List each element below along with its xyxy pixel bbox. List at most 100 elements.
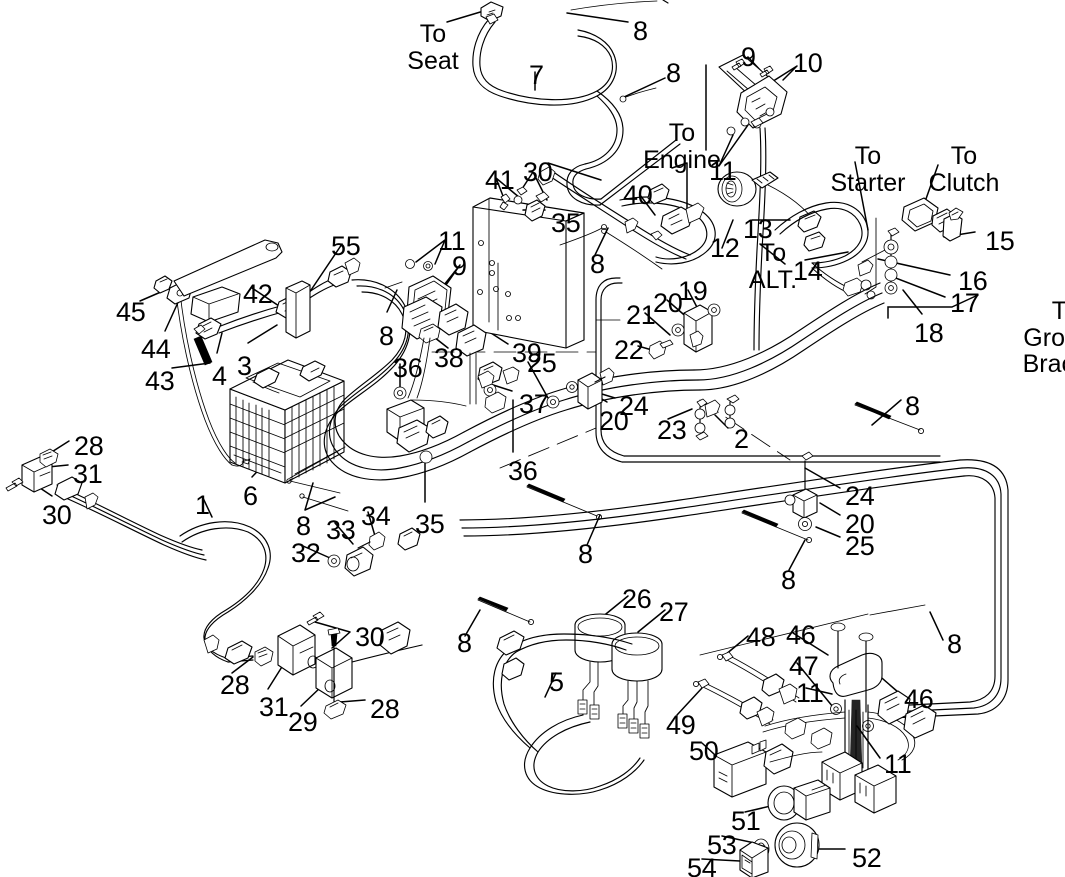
- callout-number-13: 13: [743, 214, 773, 244]
- callout-number-27: 27: [659, 597, 689, 627]
- hardware-32-35: [327, 450, 433, 577]
- alt-harness-14: [774, 201, 886, 300]
- callout-number-8: 8: [666, 58, 681, 88]
- callout-number-6: 6: [243, 481, 258, 511]
- callout-number-8: 8: [905, 391, 920, 421]
- callout-number-8: 8: [296, 511, 311, 541]
- callout-number-41: 41: [485, 165, 515, 195]
- callout-number-1: 1: [195, 490, 210, 520]
- control-module-box: [472, 186, 607, 349]
- callout-number-24: 24: [845, 481, 875, 511]
- callout-number-20: 20: [653, 288, 683, 318]
- callout-number-45: 45: [116, 297, 146, 327]
- callout-number-55: 55: [331, 231, 361, 261]
- bolt-23-2: [694, 394, 740, 441]
- callout-number-31: 31: [259, 692, 289, 722]
- callout-number-36: 36: [508, 456, 538, 486]
- callout-number-15: 15: [985, 226, 1015, 256]
- callout-number-36: 36: [393, 353, 423, 383]
- callout-number-30: 30: [355, 622, 385, 652]
- callout-number-30: 30: [42, 500, 72, 530]
- callout-number-11: 11: [438, 226, 466, 256]
- battery-assembly: [153, 239, 361, 484]
- callout-number-17: 17: [950, 288, 980, 318]
- clamp-20-24-25-right: [784, 451, 818, 531]
- callout-number-5: 5: [549, 667, 564, 697]
- callout-number-40: 40: [623, 180, 653, 210]
- callout-number-26: 26: [622, 584, 652, 614]
- callout-number-46: 46: [904, 684, 934, 714]
- callout-number-48: 48: [746, 622, 776, 652]
- callout-number-29: 29: [288, 707, 318, 737]
- text-label-to-starter: To Starter: [830, 142, 906, 197]
- text-label-to-clutch: To Clutch: [928, 142, 1000, 197]
- callout-number-42: 42: [243, 279, 273, 309]
- callout-number-50: 50: [689, 736, 719, 766]
- gauge-assembly: [492, 613, 663, 795]
- callout-number-8: 8: [578, 539, 593, 569]
- wire-rod-bottom-right: [699, 604, 926, 656]
- callout-number-19: 19: [678, 276, 708, 306]
- callout-number-22: 22: [614, 335, 644, 365]
- callout-number-9: 9: [741, 42, 756, 72]
- callout-number-11: 11: [884, 749, 912, 779]
- text-label-to-engine: To Engine: [643, 119, 721, 174]
- callout-number-20: 20: [845, 509, 875, 539]
- callout-number-39: 39: [512, 338, 542, 368]
- callout-number-24: 24: [619, 391, 649, 421]
- relay-block-assembly: [718, 54, 788, 351]
- callout-number-2: 2: [734, 424, 749, 454]
- callout-number-3: 3: [237, 351, 252, 381]
- callout-number-53: 53: [707, 830, 737, 860]
- switch-panel-assembly: [692, 622, 937, 877]
- callout-number-12: 12: [710, 233, 740, 263]
- callout-number-30: 30: [523, 157, 553, 187]
- callout-number-11: 11: [796, 678, 824, 708]
- callout-number-43: 43: [145, 366, 175, 396]
- engine-cable-40: [537, 166, 716, 270]
- callout-number-23: 23: [657, 415, 687, 445]
- center-module-cluster: [386, 259, 560, 453]
- callout-number-25: 25: [845, 531, 875, 561]
- callout-number-49: 49: [666, 710, 696, 740]
- wire-tie-rods: [286, 281, 925, 626]
- callout-number-37: 37: [519, 389, 549, 419]
- callout-number-31: 31: [73, 459, 103, 489]
- callout-number-18: 18: [914, 318, 944, 348]
- callout-number-46: 46: [786, 620, 816, 650]
- text-label-to-ground-bracket: To Ground Bracket: [1022, 297, 1065, 378]
- callout-number-51: 51: [731, 806, 761, 836]
- callout-number-4: 4: [212, 361, 227, 391]
- callout-number-25: 25: [527, 348, 557, 378]
- callout-number-34: 34: [361, 501, 391, 531]
- clutch-ground-hardware: [883, 197, 964, 295]
- callout-number-28: 28: [220, 670, 250, 700]
- callout-number-35: 35: [415, 509, 445, 539]
- callout-number-9: 9: [452, 251, 467, 281]
- callout-number-8: 8: [947, 629, 962, 659]
- clamp-20-24-left: [566, 367, 615, 410]
- bracket-19-22: [648, 303, 721, 360]
- callout-number-20: 20: [599, 406, 629, 436]
- callout-number-28: 28: [370, 694, 400, 724]
- callout-number-44: 44: [141, 334, 171, 364]
- solenoid-12-13: [717, 171, 822, 233]
- callout-number-33: 33: [326, 515, 356, 545]
- main-harness-routing: [323, 277, 1009, 719]
- callout-number-52: 52: [852, 843, 882, 873]
- left-lower-harness: [5, 448, 423, 720]
- callout-number-28: 28: [74, 431, 104, 461]
- callout-number-8: 8: [379, 321, 394, 351]
- seat-harness-cable: [472, 0, 681, 206]
- callout-number-8: 8: [633, 16, 648, 46]
- text-label-to-alt: To ALT.: [748, 239, 798, 294]
- callout-number-32: 32: [291, 538, 321, 568]
- callout-number-35: 35: [551, 208, 581, 238]
- callout-number-47: 47: [789, 651, 819, 681]
- callout-number-16: 16: [958, 266, 988, 296]
- callout-number-8: 8: [457, 628, 472, 658]
- callout-number-54: 54: [687, 853, 717, 877]
